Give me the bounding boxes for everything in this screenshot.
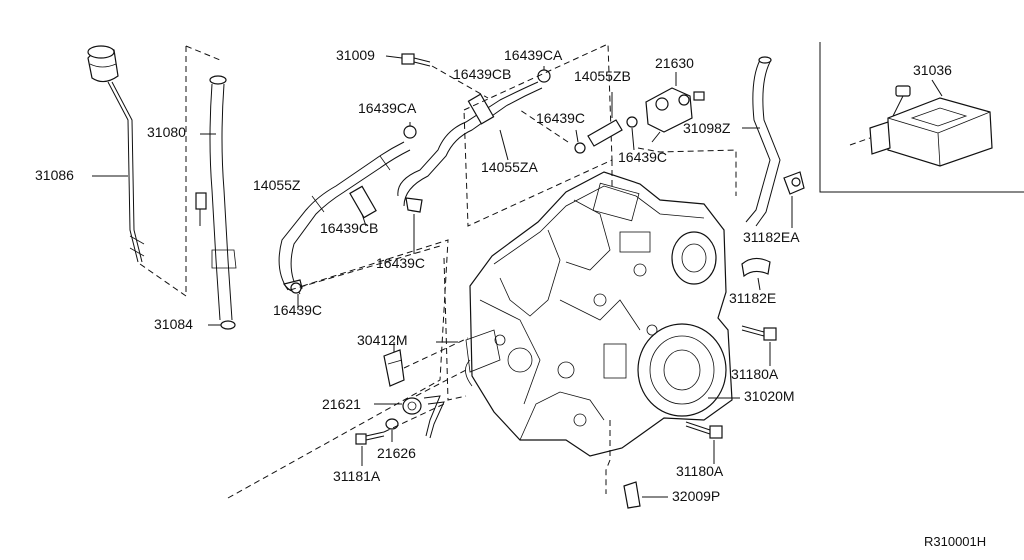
clamp-16439c-right: [626, 116, 638, 128]
callout-32009p: 32009P: [672, 488, 720, 504]
clip-31182e: [741, 257, 771, 278]
callout-31086: 31086: [35, 167, 74, 183]
charging-tube-31080: [195, 75, 237, 321]
callout-16439ca-top: 16439CA: [504, 47, 563, 63]
callout-16439c-low: 16439C: [376, 255, 425, 271]
clamp-16439c-mid: [574, 142, 586, 154]
clip-31182ea: [783, 171, 805, 195]
callout-31036: 31036: [913, 62, 952, 78]
diagram-reference-code: R310001H: [924, 534, 986, 549]
callout-14055za: 14055ZA: [481, 159, 538, 175]
callout-21621: 21621: [322, 396, 361, 412]
o-ring-31084: [220, 320, 236, 330]
bolt-31180a-low: [685, 421, 723, 439]
inset-frame: [819, 42, 1024, 193]
callout-31182ea: 31182EA: [743, 229, 800, 245]
callout-31020m: 31020M: [744, 388, 795, 404]
clamp-16439ca-left: [403, 125, 417, 139]
callout-16439cb-low: 16439CB: [320, 220, 378, 236]
seal-21621: [402, 397, 422, 415]
hose-14055za: [397, 81, 543, 207]
callout-14055zb: 14055ZB: [574, 68, 631, 84]
callout-21630: 21630: [655, 55, 694, 71]
callout-31080: 31080: [147, 124, 186, 140]
callout-31182e: 31182E: [729, 290, 776, 306]
hose-14055zb: [587, 119, 623, 147]
valve-21630: [645, 87, 705, 143]
bolt-31181a: [355, 431, 385, 445]
callout-16439ca-left: 16439CA: [358, 100, 417, 116]
callout-16439cb-top: 16439CB: [453, 66, 511, 82]
bracket-32009p: [623, 481, 641, 509]
dipstick-31086: [87, 45, 145, 263]
callout-16439c-mid: 16439C: [536, 110, 585, 126]
clamp-16439c-low: [405, 197, 423, 213]
callout-31180a-low: 31180A: [676, 463, 724, 479]
callout-31009: 31009: [336, 47, 375, 63]
callout-labels: 31009 16439CA 16439CB 21630 14055ZB 31036 3108…: [35, 47, 952, 504]
callout-16439c-left: 16439C: [273, 302, 322, 318]
bolt-31009: [401, 53, 431, 67]
pipe-21621: [423, 395, 445, 439]
washer-21626: [385, 418, 399, 430]
hose-31098z: [745, 56, 781, 227]
fitting-16439cb-low: [349, 185, 377, 219]
callout-30412m: 30412M: [357, 332, 408, 348]
callout-31181a: 31181A: [333, 468, 381, 484]
callout-21626: 21626: [377, 445, 416, 461]
callout-16439c-right: 16439C: [618, 149, 667, 165]
clamp-16439c-left: [283, 279, 303, 294]
control-unit-31036: [849, 85, 993, 167]
bolt-31180a-top: [741, 325, 777, 341]
hose-14055z: [278, 141, 411, 295]
callout-31084: 31084: [154, 316, 193, 332]
callout-14055z: 14055Z: [253, 177, 301, 193]
callout-31098z: 31098Z: [683, 120, 731, 136]
transmission-31020m: [465, 171, 733, 457]
clip-30412m: [383, 349, 405, 387]
callout-31180a-top: 31180A: [731, 366, 779, 382]
fitting-16439cb-top: [467, 93, 495, 125]
